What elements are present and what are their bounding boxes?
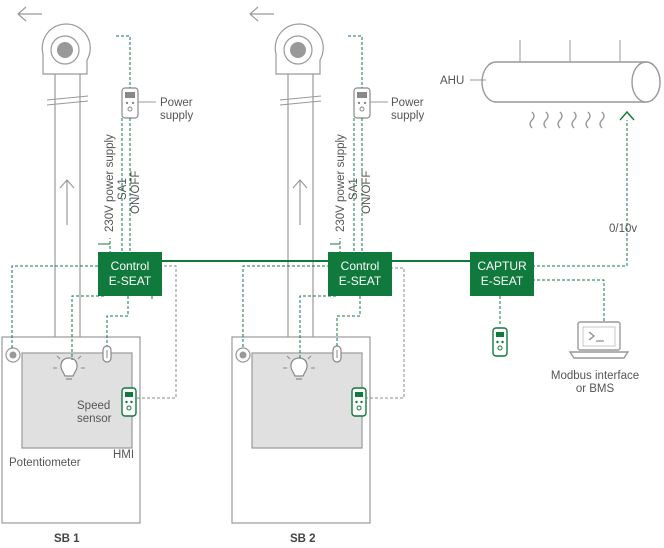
control-eseat-2[interactable]: Control E-SEAT: [328, 252, 392, 296]
arrow-left-icon: [17, 6, 42, 22]
sb1-unit: SB 1: [1, 6, 141, 545]
control-eseat-1[interactable]: Control E-SEAT: [98, 252, 162, 296]
power-supply-icon: [353, 87, 371, 119]
potentiometer-icon: [5, 347, 21, 363]
analog-label: 0/10v: [609, 223, 637, 235]
heat-wave-icon: [529, 111, 605, 129]
hmi-remote-icon[interactable]: [351, 387, 367, 417]
power-supply-1-line1: Power: [160, 97, 193, 109]
arrow-up-icon: [619, 110, 635, 121]
ahu-label: AHU: [440, 75, 464, 87]
fan-icon: [41, 23, 91, 75]
onoff-label-1: ON/OFF: [130, 171, 142, 214]
speed-sensor-icon: [102, 345, 112, 363]
wiring-green: [11, 35, 628, 360]
control-eseat-1-line1: Control: [111, 259, 150, 273]
modbus-line2: or BMS: [576, 383, 615, 395]
sb1-label: SB 1: [54, 533, 80, 545]
speed-sensor-line2: sensor: [77, 413, 112, 425]
modbus-line1: Modbus interface: [551, 370, 639, 382]
onoff-label-2: ON/OFF: [361, 171, 373, 214]
arrow-up-icon: [59, 179, 75, 225]
laptop-icon: [568, 321, 630, 359]
speed-sensor-line1: Speed: [77, 400, 110, 412]
potentiometer-icon: [235, 347, 251, 363]
hmi-label: HMI: [113, 449, 134, 461]
hmi-remote-icon[interactable]: [121, 387, 137, 417]
wiring-grey: [137, 265, 405, 399]
power-supply-icon: [121, 87, 139, 119]
power-supply-2-line1: Power: [391, 97, 424, 109]
captur-eseat[interactable]: CAPTUR E-SEAT: [470, 252, 534, 296]
v230-label-2: 230V power supply: [335, 134, 347, 232]
arrow-left-icon: [249, 6, 274, 22]
captur-eseat-line2: E-SEAT: [481, 274, 524, 288]
sa1-label-2: SA1: [348, 178, 360, 200]
control-eseat-2-line1: Control: [341, 259, 380, 273]
sb2-unit: SB 2: [231, 6, 371, 545]
sa1-label-1: SA1: [117, 178, 129, 200]
control-eseat-2-line2: E-SEAT: [339, 274, 382, 288]
arrow-up-icon: [292, 179, 308, 225]
captur-eseat-line1: CAPTUR: [477, 259, 527, 273]
hmi-remote-icon[interactable]: [492, 327, 508, 357]
fan-icon: [274, 23, 324, 75]
v230-label-1: 230V power supply: [104, 134, 116, 232]
control-eseat-1-line2: E-SEAT: [109, 274, 152, 288]
potentiometer-label: Potentiometer: [9, 457, 81, 469]
power-supply-1-line2: supply: [160, 110, 193, 122]
speed-sensor-icon: [332, 345, 342, 363]
power-supply-2-line2: supply: [391, 110, 424, 122]
sb2-label: SB 2: [290, 533, 316, 545]
ahu-unit: [470, 40, 661, 129]
